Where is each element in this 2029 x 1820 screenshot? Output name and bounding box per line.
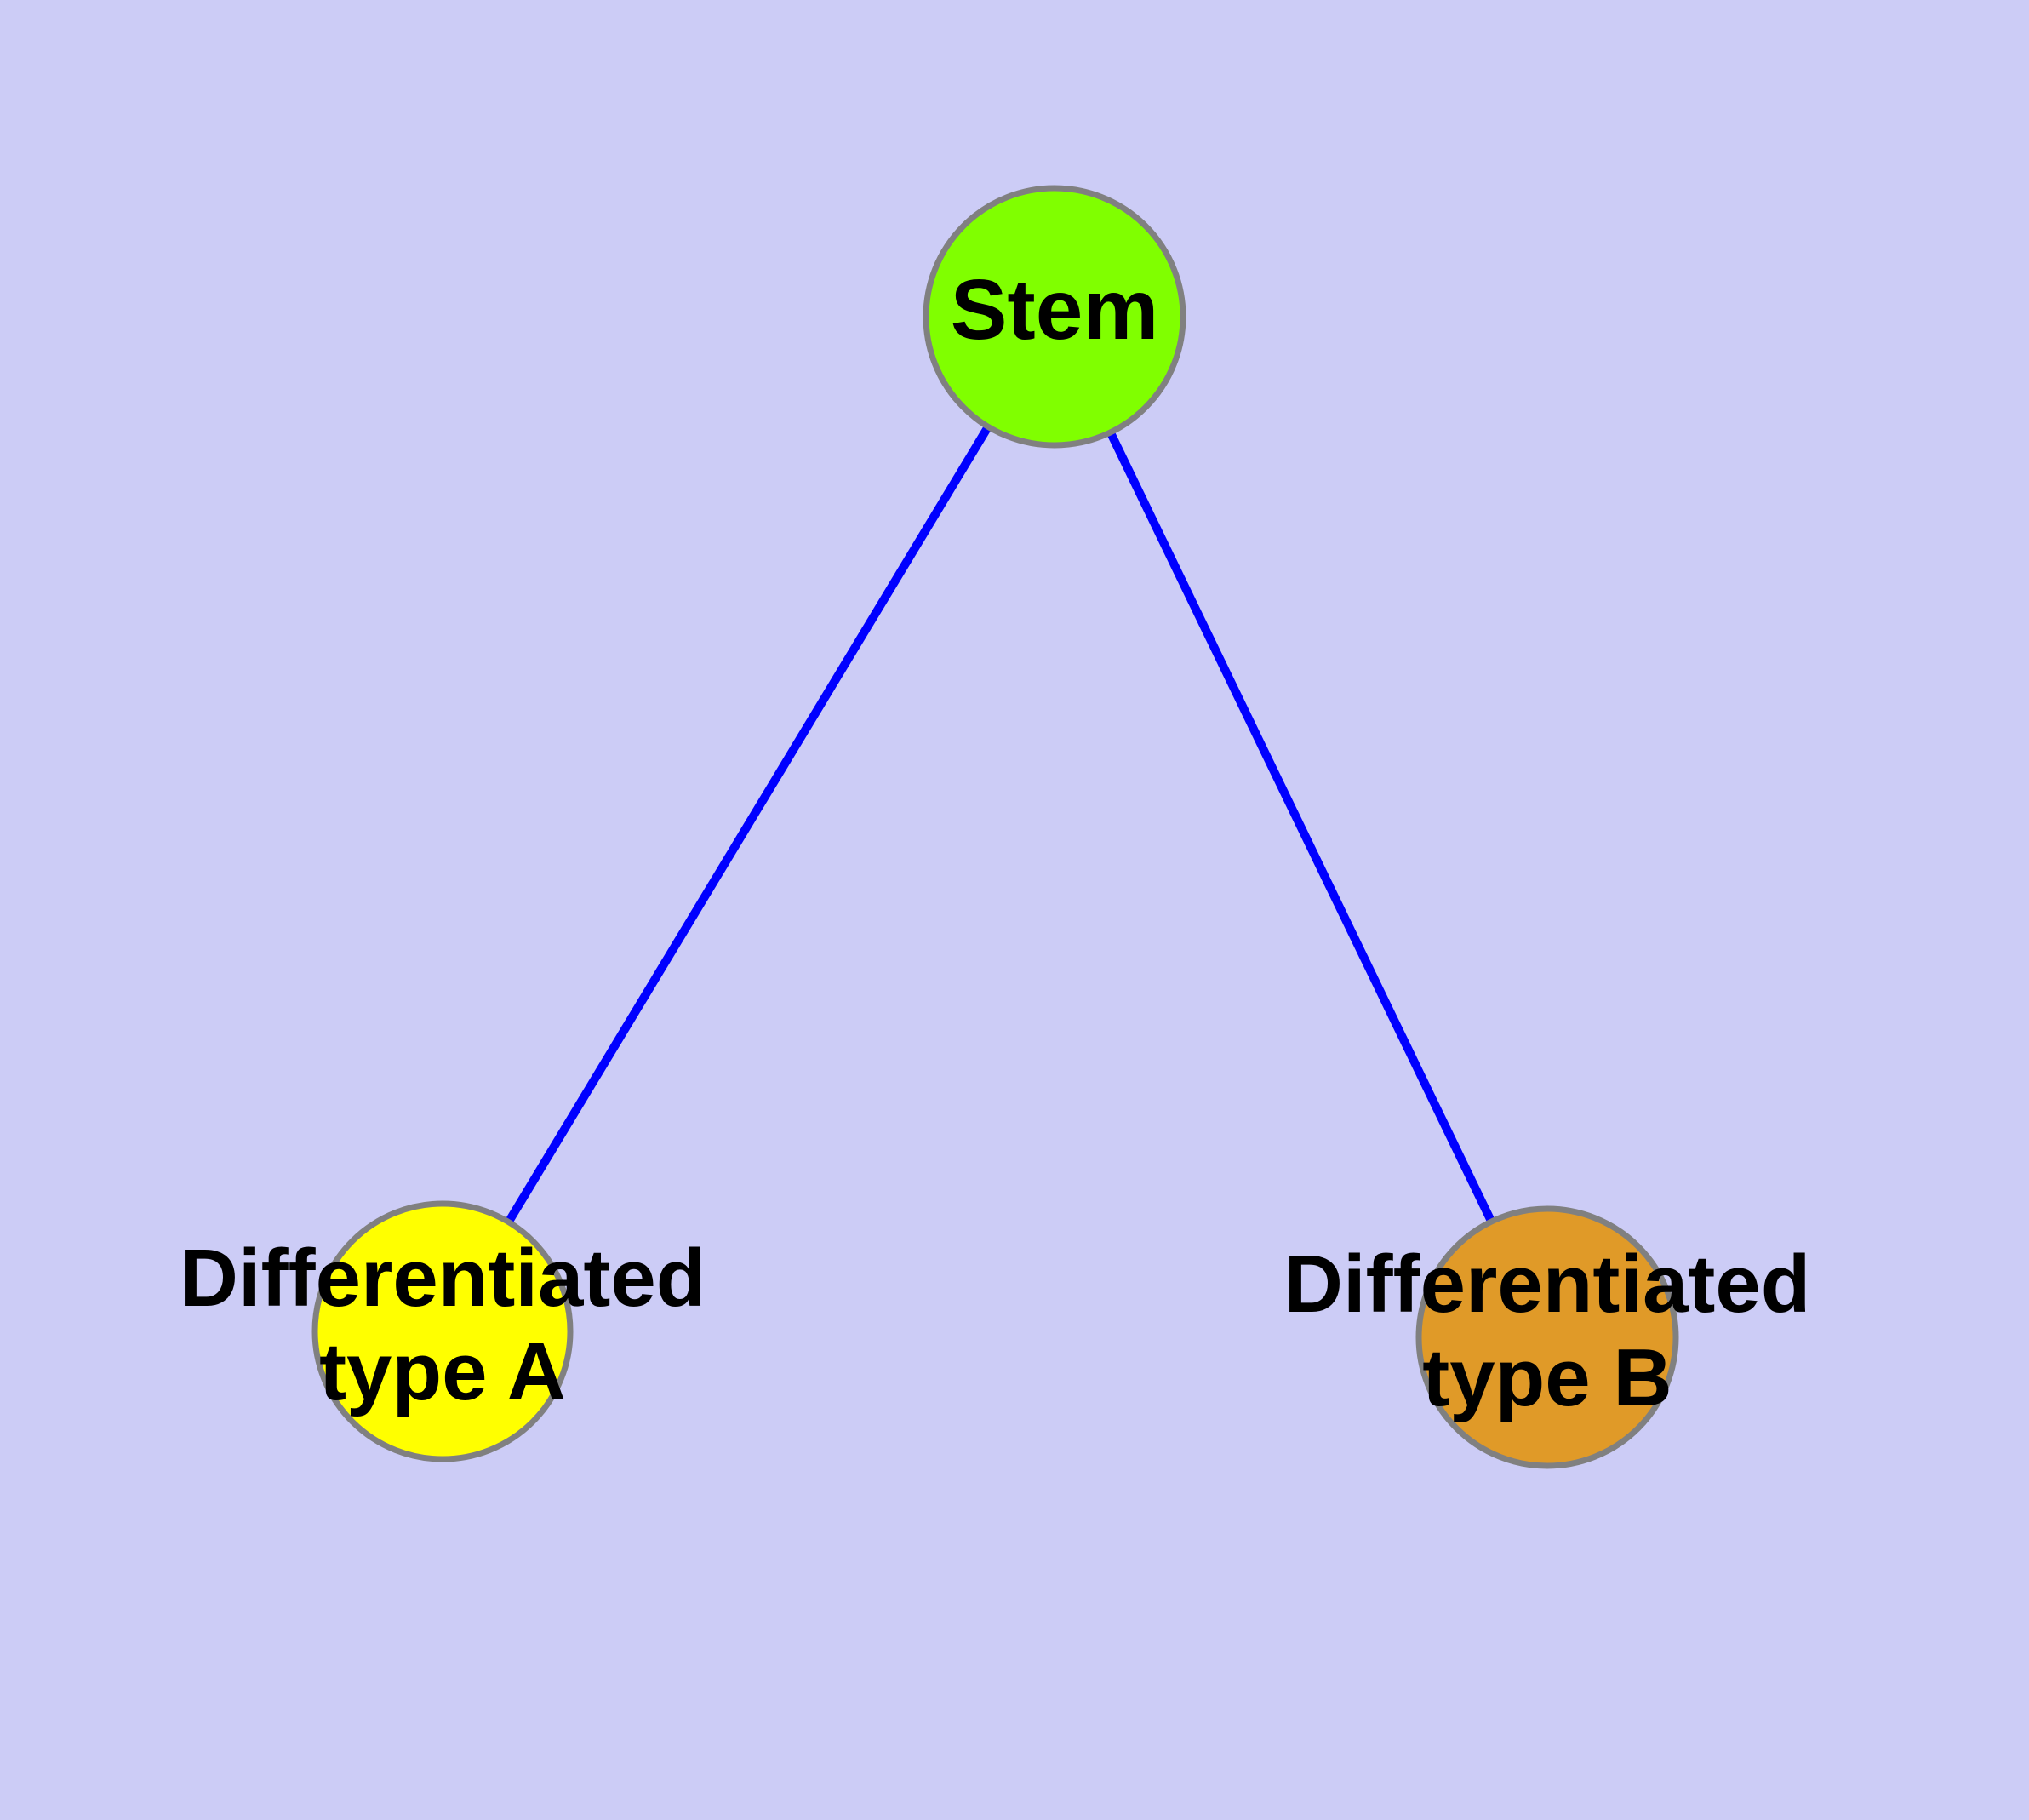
edges-layer [505, 425, 1495, 1224]
edge-stem-to-differentiated-type-a[interactable] [505, 425, 992, 1224]
node-differentiated-type-b-circle[interactable] [1415, 1205, 1679, 1469]
edge-stem-to-differentiated-type-b[interactable] [1106, 431, 1495, 1223]
node-stem[interactable]: Stem [923, 185, 1186, 449]
node-stem-circle[interactable] [923, 185, 1186, 449]
node-differentiated-type-a-circle[interactable] [311, 1200, 574, 1462]
node-stem-label: Stem [951, 262, 1159, 358]
